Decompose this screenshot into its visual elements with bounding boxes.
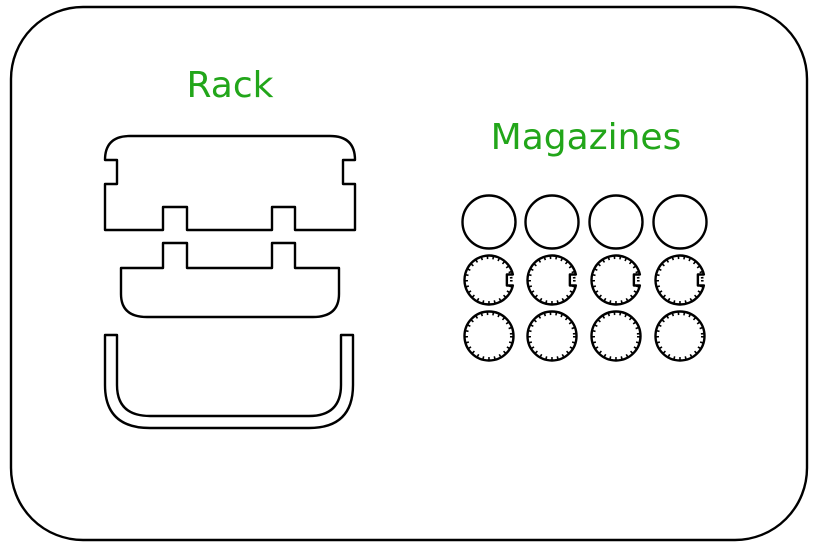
rack-label: Rack [187,65,274,106]
magazines-grid [461,194,708,362]
board-outline [9,5,809,542]
magazine-disc [590,310,642,362]
magazine-disc [526,310,578,362]
magazine-disc [524,194,580,250]
magazine-disc [463,254,515,306]
magazines-label: Magazines [491,117,682,158]
rack-middle-plate [119,241,341,319]
rack-top-plate [103,134,357,232]
magazine-disc [463,310,515,362]
magazine-disc [461,194,517,250]
magazine-disc [654,254,706,306]
magazine-disc [590,254,642,306]
magazine-disc [526,254,578,306]
magazine-disc [652,194,708,250]
rack-u-base [103,333,355,430]
magazine-disc [654,310,706,362]
magazine-disc [588,194,644,250]
